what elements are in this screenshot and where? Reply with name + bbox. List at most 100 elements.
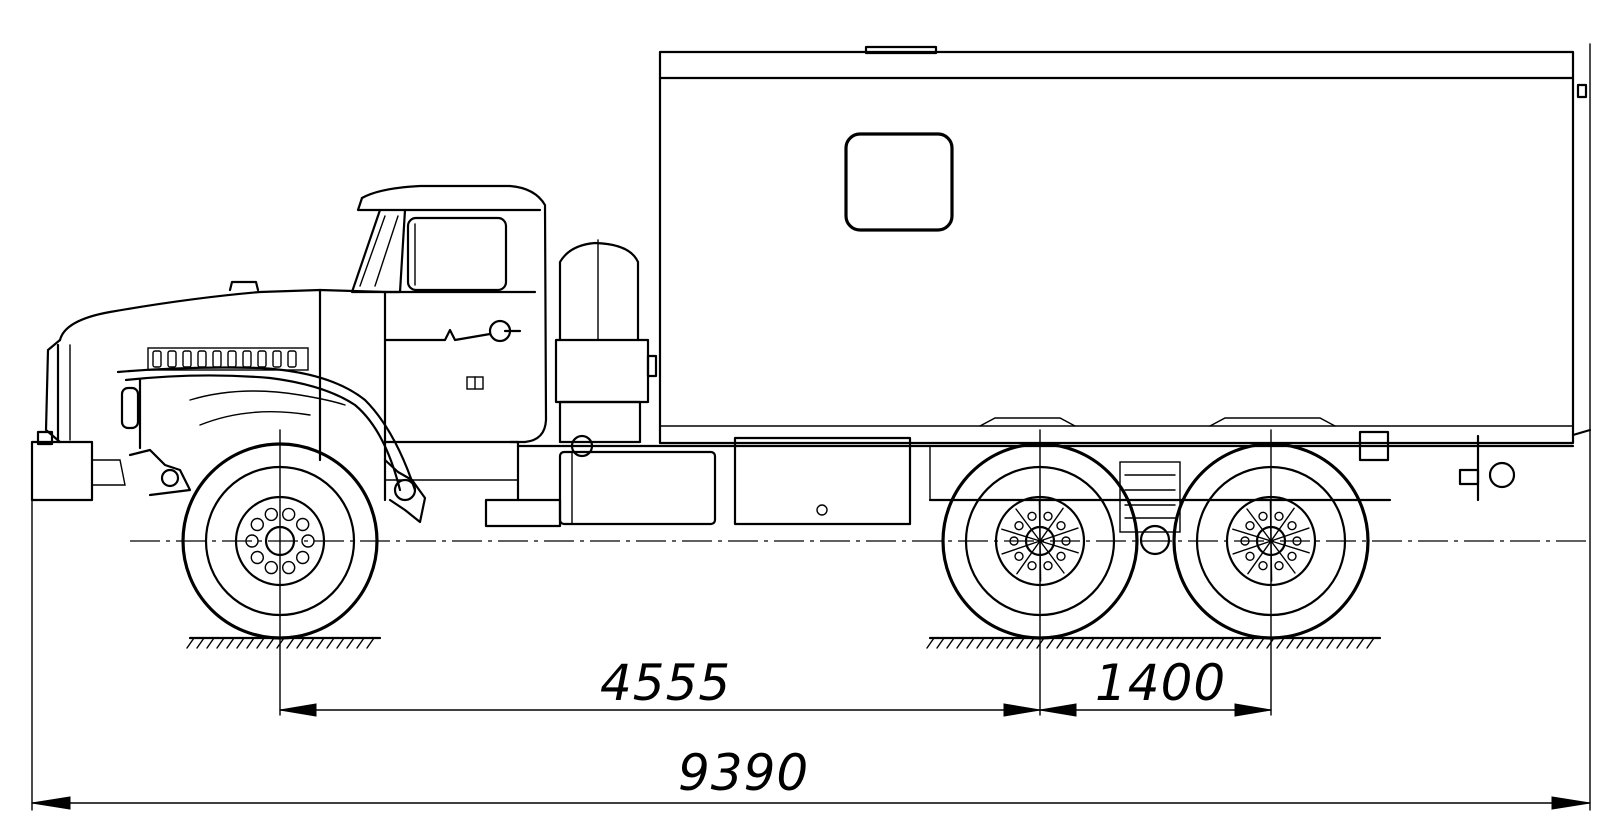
spare-wheel-holder (554, 239, 658, 458)
dimension-label-overall-length: 9390 (678, 744, 809, 802)
front-wheel-lug-nut (296, 517, 310, 532)
dimension-label-wheelbase: 4555 (600, 654, 731, 712)
ground-hatch (1086, 637, 1095, 649)
rear-wheel-lug-nut (1245, 551, 1255, 561)
rear-wheel-lug-nut (1245, 521, 1255, 531)
ground-hatch (316, 637, 325, 649)
middle-rear-wheel-lug-nut (1014, 551, 1024, 561)
ground-hatch (1096, 637, 1105, 649)
ground-hatch (1136, 637, 1145, 649)
rear-wheel-spoke (1247, 540, 1272, 575)
rear-wheel-spoke (1270, 540, 1310, 554)
ground-hatch (1366, 637, 1375, 649)
middle-rear-wheel-lug-nut (1027, 561, 1037, 571)
ground-hatch (1056, 637, 1065, 649)
ground-hatch (1106, 637, 1115, 649)
ground-hatch (1346, 637, 1355, 649)
rear-wheel-spoke (1270, 507, 1295, 542)
middle-rear-wheel-spoke (1039, 540, 1079, 554)
van-window (844, 132, 954, 232)
ground-hatch (1286, 637, 1295, 649)
ground-hatch (196, 637, 205, 649)
ground-hatch (1066, 637, 1075, 649)
rear-wheel-lug-nut (1258, 511, 1268, 521)
middle-rear-wheel-spoke (1015, 508, 1041, 542)
front-wheel-lug-nut (282, 560, 296, 575)
ground-hatch (1156, 637, 1165, 649)
ground-hatch (1316, 637, 1325, 649)
ground-hatch (1236, 637, 1245, 649)
middle-rear-wheel-spoke (1039, 527, 1079, 542)
ground-hatch (1296, 637, 1305, 649)
ground-hatch (1076, 637, 1085, 649)
front-wheel-lug-nut (282, 507, 296, 522)
middle-rear-wheel-spoke (1039, 507, 1064, 542)
axle-centerlines (130, 429, 1590, 716)
ground-hatch (1226, 637, 1235, 649)
ground-lines (186, 636, 1382, 649)
ground-hatch (366, 637, 375, 649)
ground-hatch (1146, 637, 1155, 649)
rear-wheel-spoke (1232, 528, 1272, 542)
rear-wheel-lug-nut (1258, 561, 1268, 571)
ground-hatch (1256, 637, 1265, 649)
ground-hatch (1006, 637, 1015, 649)
ground-hatch (1166, 637, 1175, 649)
ground-hatch (966, 637, 975, 649)
ground-hatch (236, 637, 245, 649)
ground-hatch (306, 637, 315, 649)
ground-hatch (926, 637, 935, 649)
ground-hatch (1026, 637, 1035, 649)
ground-hatch (1186, 637, 1195, 649)
rear-wheel-lug-nut (1287, 551, 1297, 561)
middle-rear-wheel-spoke (1001, 528, 1041, 542)
hood (30, 280, 427, 524)
middle-rear-wheel-lug-nut (1056, 551, 1066, 561)
front-wheel-lug-nut (264, 507, 278, 522)
ground-hatch (1326, 637, 1335, 649)
front-wheel-lug-nut (250, 517, 264, 532)
dimension-label-rear-axle-spacing: 1400 (1095, 654, 1226, 712)
chassis-frame (484, 430, 1575, 556)
rear-wheel-spoke (1270, 527, 1310, 542)
ground-hatch (336, 637, 345, 649)
ground-hatch (286, 637, 295, 649)
ground-hatch (1126, 637, 1135, 649)
ground-hatch (996, 637, 1005, 649)
middle-rear-wheel-spoke (1001, 540, 1041, 555)
ground-hatch (326, 637, 335, 649)
front-wheel-lug-nut (264, 560, 278, 575)
rear-wheel-lug-nut (1287, 521, 1297, 531)
middle-rear-wheel-lug-nut (1043, 561, 1053, 571)
ground-hatch (1196, 637, 1205, 649)
middle-rear-wheel-spoke (1039, 540, 1065, 574)
middle-rear-wheel-lug-nut (1056, 521, 1066, 531)
grille-vents (147, 347, 309, 371)
dimension-lines (31, 43, 1591, 811)
ground-hatch (216, 637, 225, 649)
ground-hatch (266, 637, 275, 649)
ground-hatch (226, 637, 235, 649)
cab (350, 184, 548, 502)
ground-hatch (1206, 637, 1215, 649)
front-wheel-lug-nut (296, 550, 310, 565)
ground-hatch (186, 637, 195, 649)
ground-hatch (1176, 637, 1185, 649)
ground-hatch (256, 637, 265, 649)
ground-hatch (1116, 637, 1125, 649)
rear-wheel-spoke (1246, 508, 1272, 542)
ground-hatch (206, 637, 215, 649)
ground-hatch (1216, 637, 1225, 649)
ground-hatch (1276, 637, 1285, 649)
ground-hatch (356, 637, 365, 649)
ground-hatch (1016, 637, 1025, 649)
ground-hatch (986, 637, 995, 649)
front-wheel-lug-nut (250, 550, 264, 565)
middle-rear-wheel-lug-nut (1027, 511, 1037, 521)
ground-hatch (296, 637, 305, 649)
ground-hatch (346, 637, 355, 649)
ground-hatch (1246, 637, 1255, 649)
ground-hatch (1356, 637, 1365, 649)
middle-rear-wheel-spoke (1016, 540, 1041, 575)
